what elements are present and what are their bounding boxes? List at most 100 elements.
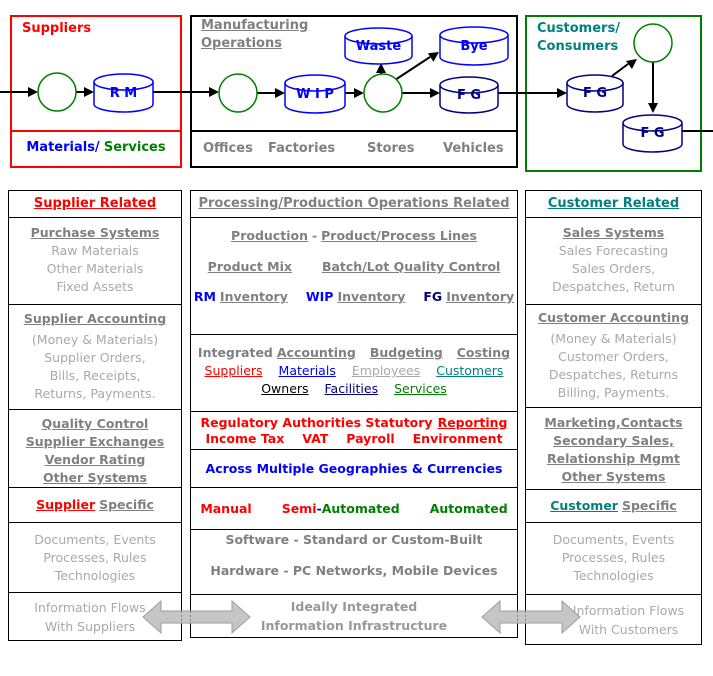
supplier-accounting-box: Supplier Accounting (Money & Materials) … <box>8 305 182 410</box>
purchase-systems-box: Purchase Systems Raw Materials Other Mat… <box>8 218 182 305</box>
suppliers-entity: Suppliers <box>204 363 263 378</box>
customer-flows-box: Information Flows With Customers <box>525 595 702 645</box>
geographies-box: Across Multiple Geographies & Currencies <box>190 450 518 488</box>
supplier-specific-word1: Supplier <box>36 497 96 512</box>
product-mix-row: Product Mix Batch/Lot Quality Control <box>191 259 517 275</box>
customer-flows-line1: Information Flows <box>572 602 685 618</box>
supplier-related-box: Supplier Related <box>8 190 182 218</box>
supplier-specific-word2: Specific <box>99 497 154 512</box>
customer-accounting-box: Customer Accounting (Money & Materials) … <box>525 305 702 408</box>
suppliers-box-divider <box>10 130 182 132</box>
automation-box: Manual Semi-Automated Automated <box>190 488 518 530</box>
supplier-flows-box: Information Flows With Suppliers <box>8 593 182 641</box>
sales-systems-box: Sales Systems Sales Forecasting Sales Or… <box>525 218 702 305</box>
tax-row: Income Tax VAT Payroll Environment <box>191 431 517 447</box>
regulatory-label: Regulatory Authorities Statutory <box>200 415 433 430</box>
materials-entity: Materials <box>278 363 336 378</box>
automation-row: Manual Semi-Automated Automated <box>200 500 507 518</box>
budgeting-label: Budgeting <box>369 345 443 360</box>
integrated-label: Integrated <box>197 345 273 360</box>
manufacturing-title-line2: Operations <box>201 36 282 51</box>
vendor-rating-label: Vendor Rating <box>44 452 146 467</box>
customer-accounting-line: Customer Orders, <box>558 349 669 364</box>
sales-systems-title: Sales Systems <box>562 225 665 240</box>
supplier-accounting-line: (Money & Materials) <box>31 332 159 347</box>
customer-accounting-line: Billing, Payments. <box>557 385 670 400</box>
production-separator: - <box>311 228 318 243</box>
customer-specific-word1: Customer <box>550 498 618 513</box>
supplier-docs-line: Documents, Events <box>34 532 156 547</box>
supplier-systems-box: Quality Control Supplier Exchanges Vendo… <box>8 410 182 488</box>
strip-offices-label: Offices <box>203 141 253 156</box>
manufacturing-box-divider <box>190 130 518 132</box>
manufacturing-title: Manufacturing Operations <box>201 17 308 53</box>
purchase-systems-title: Purchase Systems <box>30 225 160 240</box>
rm-abbr: RM <box>193 289 216 304</box>
accounting-label: Accounting <box>276 345 356 360</box>
purchase-line: Other Materials <box>46 261 144 276</box>
other-systems-label: Other Systems <box>42 470 147 485</box>
entities-row1: Suppliers Materials Employees Customers <box>191 362 517 380</box>
customer-flows-line2: With Customers <box>578 621 679 637</box>
customer-docs-line: Documents, Events <box>552 532 675 547</box>
customer-specific-title: Customer Specific <box>550 497 677 515</box>
supplier-exchanges-label: Supplier Exchanges <box>25 434 165 449</box>
costing-label: Costing <box>456 345 511 360</box>
wip-abbr: WIP <box>305 289 334 304</box>
payroll-label: Payroll <box>346 431 395 446</box>
customer-docs-line: Processes, Rules <box>561 550 666 565</box>
supplier-accounting-line: Returns, Payments. <box>34 386 156 401</box>
supplier-docs-box: Documents, Events Processes, Rules Techn… <box>8 523 182 593</box>
sales-line: Sales Orders, <box>571 261 656 276</box>
ideal-line1: Ideally Integrated <box>290 599 418 614</box>
other-systems-label: Other Systems <box>561 469 666 484</box>
ideal-line2: Information Infrastructure <box>260 618 448 633</box>
customer-accounting-title: Customer Accounting <box>537 310 690 325</box>
production-row: Production - Product/Process Lines <box>191 228 517 244</box>
relationship-mgmt-label: Relationship Mgmt <box>547 451 680 466</box>
customer-related-title: Customer Related <box>547 196 680 211</box>
semi-hyphen: - <box>316 500 322 516</box>
purchase-line: Raw Materials <box>51 243 139 258</box>
wip-inventory-label: Inventory <box>337 289 406 304</box>
supplier-related-title: Supplier Related <box>33 196 157 211</box>
supplier-specific-box: Supplier Specific <box>8 488 182 523</box>
customers-title-line1: Customers/ <box>537 21 620 36</box>
processing-related-box: Processing/Production Operations Related <box>190 190 518 218</box>
production-box: Production - Product/Process Lines Produ… <box>190 218 518 335</box>
software-hardware-box: Software - Standard or Custom-Built Hard… <box>190 530 518 595</box>
manual-label: Manual <box>200 500 252 516</box>
supplier-accounting-line: Supplier Orders, <box>44 350 146 365</box>
supplier-docs-line: Processes, Rules <box>43 550 147 565</box>
supplier-accounting-line: Bills, Receipts, <box>49 368 141 383</box>
customer-specific-word2: Specific <box>621 498 677 513</box>
customer-docs-box: Documents, Events Processes, Rules Techn… <box>525 523 702 595</box>
materials-services-label: Materials/ Services <box>10 140 182 155</box>
inventory-row: RM Inventory WIP Inventory FG Inventory <box>191 289 517 305</box>
suppliers-title: Suppliers <box>22 21 92 36</box>
manufacturing-title-line1: Manufacturing <box>201 18 309 33</box>
services-entity: Services <box>394 381 447 396</box>
batch-lot-quality-label: Batch/Lot Quality Control <box>321 259 501 274</box>
supplier-docs-line: Technologies <box>54 568 136 583</box>
entities-row2: Owners Facilities Services <box>191 380 517 398</box>
customer-accounting-line: (Money & Materials) <box>550 331 677 346</box>
sales-line: Despatches, Return <box>552 279 675 294</box>
strip-factories-label: Factories <box>268 141 336 156</box>
strip-stores-label: Stores <box>367 141 415 156</box>
production-label: Production <box>231 228 308 243</box>
accounting-row: Integrated Accounting Budgeting Costing <box>191 344 517 362</box>
software-line: Software - Standard or Custom-Built <box>225 532 483 547</box>
supplier-flows-line1: Information Flows <box>34 599 146 615</box>
product-process-lines-label: Product/Process Lines <box>321 228 477 243</box>
fg-inventory-label: Inventory <box>446 289 515 304</box>
customer-docs-line: Technologies <box>573 568 654 583</box>
customer-systems-box: Marketing,Contacts Secondary Sales, Rela… <box>525 408 702 490</box>
semi-automated-word: Automated <box>321 500 400 516</box>
strip-vehicles-label: Vehicles <box>443 141 504 156</box>
hardware-line: Hardware - PC Networks, Mobile Devices <box>210 563 498 578</box>
customer-accounting-line: Despatches, Returns <box>548 367 679 382</box>
